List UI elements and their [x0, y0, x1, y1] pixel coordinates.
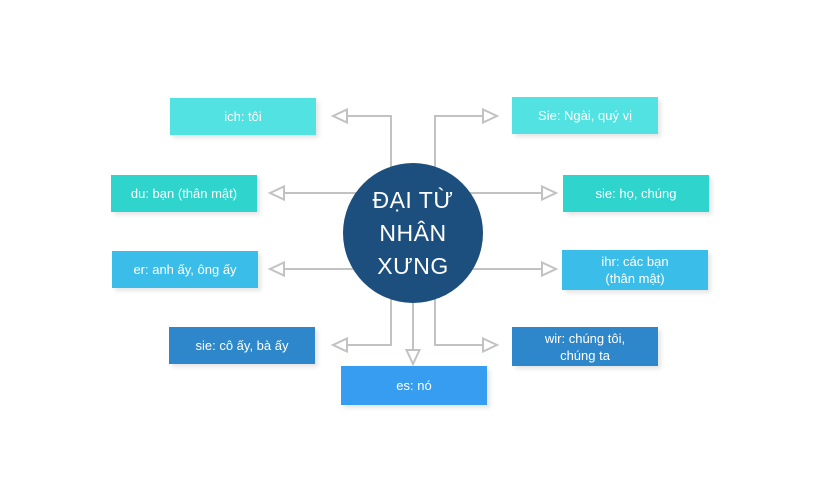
node-du: du: bạn (thân mật): [111, 175, 257, 212]
node-ich: ich: tôi: [170, 98, 316, 135]
node-Sie-formal-label: Sie: Ngài, quý vị: [538, 108, 632, 123]
node-du-label: du: bạn (thân mật): [130, 186, 238, 201]
central-topic-line1: ĐẠI TỪ: [372, 186, 454, 213]
central-topic-line2: NHÂN XƯNG: [377, 219, 449, 279]
node-sie-they-label: sie: họ, chúng: [595, 186, 677, 201]
node-wir: wir: chúng tôi, chúng ta: [512, 327, 658, 366]
central-topic-circle: ĐẠI TỪ NHÂN XƯNG: [343, 163, 483, 303]
node-wir-label-line1: wir: chúng tôi,: [544, 330, 626, 346]
node-sie-she: sie: cô ấy, bà ấy: [169, 327, 315, 364]
node-Sie-formal: Sie: Ngài, quý vị: [512, 97, 658, 134]
node-er-label: er: anh ấy, ông ấy: [133, 262, 237, 277]
node-ihr-label-line1: ihr: các bạn: [601, 254, 669, 269]
node-ihr: ihr: các bạn (thân mật): [562, 250, 708, 290]
node-es: es: nó: [341, 366, 487, 405]
node-wir-label-line2: chúng ta: [560, 347, 610, 363]
node-es-label: es: nó: [396, 378, 432, 393]
node-sie-she-label: sie: cô ấy, bà ấy: [195, 338, 289, 353]
node-ihr-label-line2: (thân mật): [605, 271, 665, 286]
node-er: er: anh ấy, ông ấy: [112, 251, 258, 288]
node-sie-they: sie: họ, chúng: [563, 175, 709, 212]
node-ich-label: ich: tôi: [224, 109, 262, 124]
